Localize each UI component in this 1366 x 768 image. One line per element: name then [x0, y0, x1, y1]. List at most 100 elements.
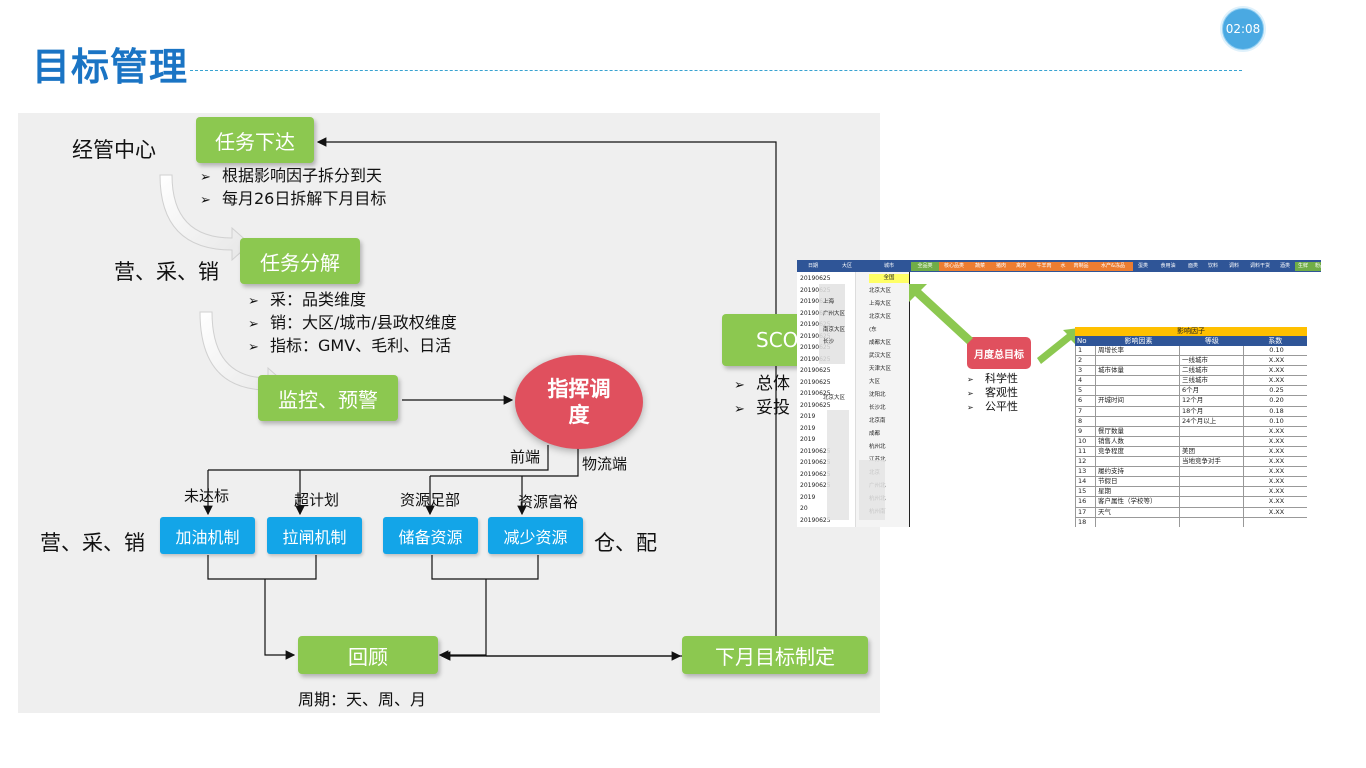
factor-table-cell: 当地竞争对手 — [1179, 457, 1243, 467]
monthly-target-box[interactable]: 月度总目标 — [967, 337, 1031, 369]
sheet-city-cell: 成都 — [869, 431, 881, 437]
factor-table-cell — [1179, 477, 1243, 487]
sheet-date-cell: 20190625 — [800, 298, 831, 305]
factor-table-cell — [1243, 517, 1307, 527]
decompose-bullets: ➢采：品类维度 ➢销：大区/城市/县政权维度 ➢指标：GMV、毛利、日活 — [248, 289, 457, 358]
sheet-header-cell: 大区 — [841, 263, 852, 269]
blurred-region — [859, 460, 885, 520]
sheet-header-cell: 禽肉 — [1011, 262, 1031, 271]
factor-table-cell: X.XX — [1243, 477, 1307, 487]
decompose-bullet: 采：品类维度 — [270, 290, 367, 309]
monitor-box[interactable]: 监控、预警 — [258, 375, 398, 421]
sheet-date-cell: 20190625 — [800, 367, 831, 374]
brake-mechanism-box[interactable]: 拉闸机制 — [267, 517, 362, 554]
ops-top-label: 营、采、销 — [114, 260, 219, 284]
sheet-header-cell: 蔬菜 — [969, 262, 991, 271]
sheet-city-cell: 天津大区 — [869, 366, 892, 372]
sheet-header-cell: 水产&冻品 — [1093, 262, 1133, 271]
task-decompose-box[interactable]: 任务分解 — [240, 238, 360, 284]
sco-bullet: 总体 — [756, 374, 790, 394]
factor-table-title: 影响因子 — [1075, 327, 1307, 336]
sheet-date-cell: 20190625 — [800, 321, 831, 328]
sheet-city-cell: 北京南 — [869, 418, 886, 424]
factor-table-cell: 0.20 — [1243, 396, 1307, 406]
sheet-city-cell: 武汉大区 — [869, 353, 892, 359]
next-target-box[interactable]: 下月目标制定 — [682, 636, 868, 674]
decompose-bullet: 销：大区/城市/县政权维度 — [270, 313, 457, 332]
factor-table-cell: 天气 — [1095, 507, 1179, 517]
refuel-mechanism-box[interactable]: 加油机制 — [160, 517, 255, 554]
principles-list: ➢科学性 ➢客观性 ➢公平性 — [967, 372, 1018, 414]
sheet-city-cell: 北京大区 — [869, 288, 892, 294]
bullet-marker: ➢ — [200, 170, 211, 185]
sheet-header-cell: 日期 — [807, 263, 818, 269]
factor-table-cell: 2 — [1075, 356, 1095, 366]
sheet-header-cell: 饮料 — [1207, 263, 1218, 269]
factor-table-cell: 开城时间 — [1095, 396, 1179, 406]
factor-table-cell — [1179, 497, 1243, 507]
management-center-label: 经管中心 — [72, 138, 156, 162]
principle-item: 客观性 — [985, 386, 1018, 399]
principle-item: 公平性 — [985, 400, 1018, 413]
sheet-header-cell: 水 — [1057, 262, 1069, 271]
sheet-header-cell: 全品类 — [911, 262, 939, 271]
factor-table-cell: 11 — [1075, 446, 1095, 457]
factor-table-cell: 0.10 — [1243, 346, 1307, 356]
factor-table-cell: 13 — [1075, 467, 1095, 477]
sheet-header-cell: 面类 — [1187, 263, 1198, 269]
bullet-marker: ➢ — [967, 375, 974, 384]
factor-table-cell: 8 — [1075, 416, 1095, 426]
sheet-date-cell: 20190625 — [800, 275, 831, 282]
sheet-date-cell: 20 — [800, 505, 808, 512]
reduce-resources-box[interactable]: 减少资源 — [488, 517, 583, 554]
issue-bullet: 根据影响因子拆分到天 — [222, 166, 383, 185]
curve-arrow-1 — [159, 174, 251, 262]
factor-table-cell: 美团 — [1179, 446, 1243, 457]
sheet-header-cell: 核心品类 — [939, 262, 969, 271]
timer-badge[interactable]: 02:08 — [1222, 8, 1264, 50]
bullet-marker: ➢ — [734, 378, 745, 393]
principle-item: 科学性 — [985, 372, 1018, 385]
factor-table-cell: 客户属性（学校等） — [1095, 497, 1179, 507]
factor-table-cell: 12 — [1075, 457, 1095, 467]
factor-table-cell: X.XX — [1243, 436, 1307, 446]
sheet-header-cell: 蛋类 — [1137, 263, 1148, 269]
bullet-marker: ➢ — [967, 403, 974, 412]
factor-table-cell — [1179, 346, 1243, 356]
review-box[interactable]: 回顾 — [298, 636, 438, 674]
factor-header-cell: No — [1077, 337, 1087, 345]
bullet-marker: ➢ — [248, 340, 259, 355]
factor-table-cell: 0.25 — [1243, 386, 1307, 396]
factor-table-cell: 6 — [1075, 396, 1095, 406]
task-issue-box[interactable]: 任务下达 — [196, 117, 314, 163]
factor-table-cell — [1179, 467, 1243, 477]
factor-header-cell: 影响因素 — [1124, 337, 1153, 345]
bullet-marker: ➢ — [248, 294, 259, 309]
factor-table-cell: 3 — [1075, 366, 1095, 376]
monthly-target-spreadsheet: 日期大区城市全品类核心品类蔬菜猪肉禽肉牛羊肉水肉制品水产&冻品蛋类食用油面类饮料… — [797, 260, 1321, 527]
factor-table-cell: 销售人数 — [1095, 436, 1179, 446]
sheet-region-cell: 长沙 — [823, 339, 835, 345]
bullet-marker: ➢ — [200, 193, 211, 208]
factor-table-cell: 7 — [1075, 406, 1095, 416]
sheet-header-cell: 生鲜 — [1295, 262, 1311, 271]
reserve-resources-box[interactable]: 储备资源 — [383, 517, 478, 554]
sheet-city-cell: 上海大区 — [869, 301, 892, 307]
dispatch-circle[interactable]: 指挥调度 — [515, 355, 643, 449]
factor-table-cell — [1179, 426, 1243, 436]
sheet-date-cell: 2019 — [800, 413, 816, 420]
factor-table-cell: X.XX — [1243, 497, 1307, 507]
green-arrows — [909, 284, 1079, 364]
sheet-city-cell: 成都大区 — [869, 340, 892, 346]
factor-table-cell: 星期 — [1095, 487, 1179, 497]
factor-table-cell: 5 — [1075, 386, 1095, 396]
